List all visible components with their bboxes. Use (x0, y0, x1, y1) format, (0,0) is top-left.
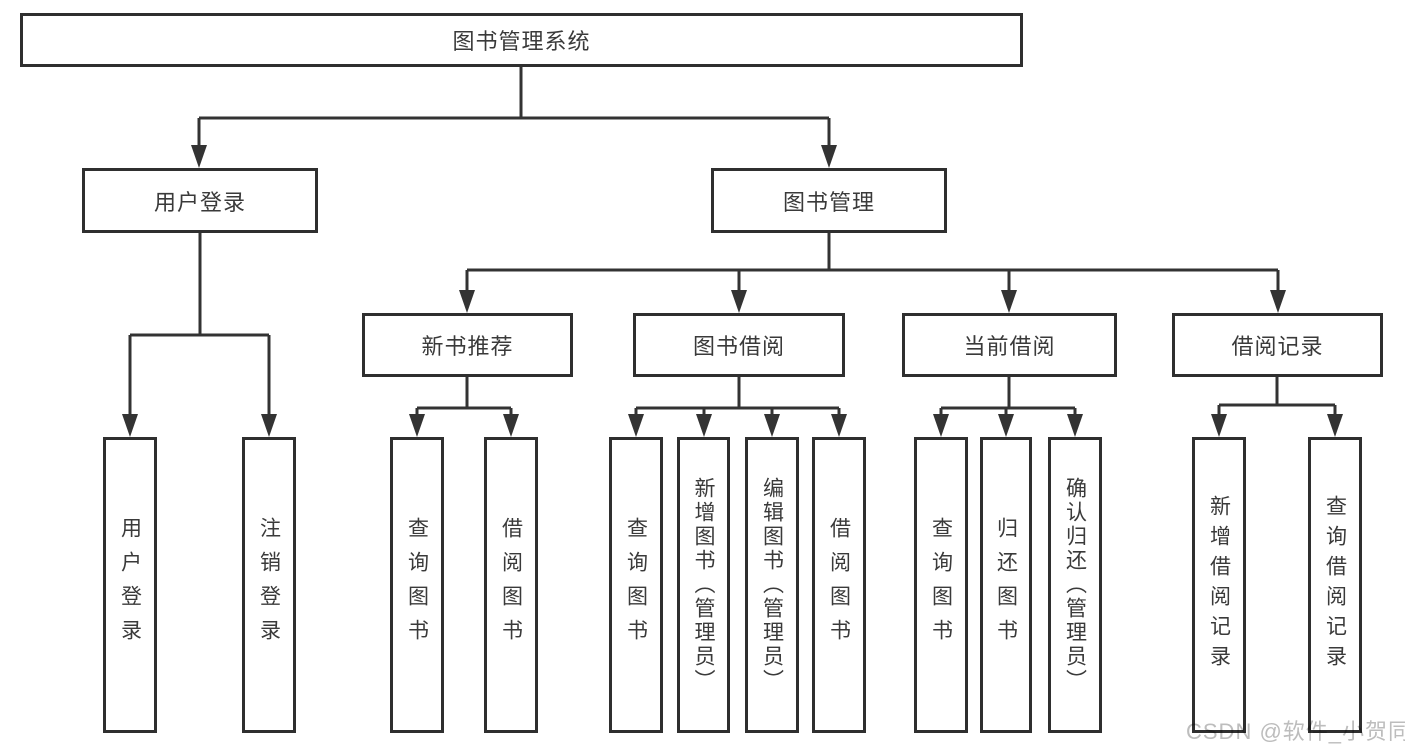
leaf-label: 用户登录 (118, 517, 142, 653)
leaf-label: 查询借阅记录 (1323, 495, 1347, 675)
leaf-borrow-books-2: 借阅图书 (812, 437, 866, 733)
node-current-borrowing: 当前借阅 (902, 313, 1117, 377)
leaf-label: 查询图书 (624, 517, 648, 653)
watermark: CSDN @软件_小贺同学 (1186, 719, 1405, 744)
node-book-management: 图书管理 (711, 168, 947, 233)
leaf-confirm-return-admin: 确认归还（管理员） (1048, 437, 1102, 733)
leaf-label: 确认归还（管理员） (1063, 477, 1087, 693)
node-label: 借阅记录 (1231, 334, 1324, 359)
leaf-edit-book-admin: 编辑图书（管理员） (745, 437, 799, 733)
leaf-label: 归还图书 (994, 517, 1018, 653)
leaf-add-book-admin: 新增图书（管理员） (677, 437, 730, 733)
node-label: 图书管理 (782, 189, 875, 215)
leaf-borrow-books: 借阅图书 (484, 437, 538, 733)
node-label: 用户登录 (153, 189, 246, 215)
leaf-query-books: 查询图书 (390, 437, 444, 733)
leaf-label: 新增借阅记录 (1207, 495, 1231, 675)
leaf-logout: 注销登录 (242, 437, 296, 733)
leaf-query-borrow-record: 查询借阅记录 (1308, 437, 1362, 733)
leaf-label: 查询图书 (405, 517, 429, 653)
leaf-query-books-2: 查询图书 (609, 437, 663, 733)
node-label: 新书推荐 (421, 334, 514, 359)
leaf-label: 借阅图书 (827, 517, 851, 653)
leaf-add-borrow-record: 新增借阅记录 (1192, 437, 1246, 733)
leaf-label: 注销登录 (257, 517, 281, 653)
node-library-system: 图书管理系统 (20, 13, 1023, 67)
leaf-query-books-3: 查询图书 (914, 437, 968, 733)
leaf-user-login: 用户登录 (103, 437, 157, 733)
node-borrow-records: 借阅记录 (1172, 313, 1383, 377)
leaf-label: 新增图书（管理员） (692, 477, 715, 693)
node-label: 图书管理系统 (452, 29, 591, 54)
node-new-book-recommend: 新书推荐 (362, 313, 573, 377)
node-label: 当前借阅 (963, 334, 1056, 359)
node-user-login: 用户登录 (82, 168, 318, 233)
node-label: 图书借阅 (692, 334, 785, 359)
leaf-label: 借阅图书 (499, 517, 523, 653)
leaf-return-books: 归还图书 (980, 437, 1032, 733)
leaf-label: 查询图书 (929, 517, 953, 653)
node-book-borrowing: 图书借阅 (633, 313, 845, 377)
leaf-label: 编辑图书（管理员） (760, 477, 784, 693)
